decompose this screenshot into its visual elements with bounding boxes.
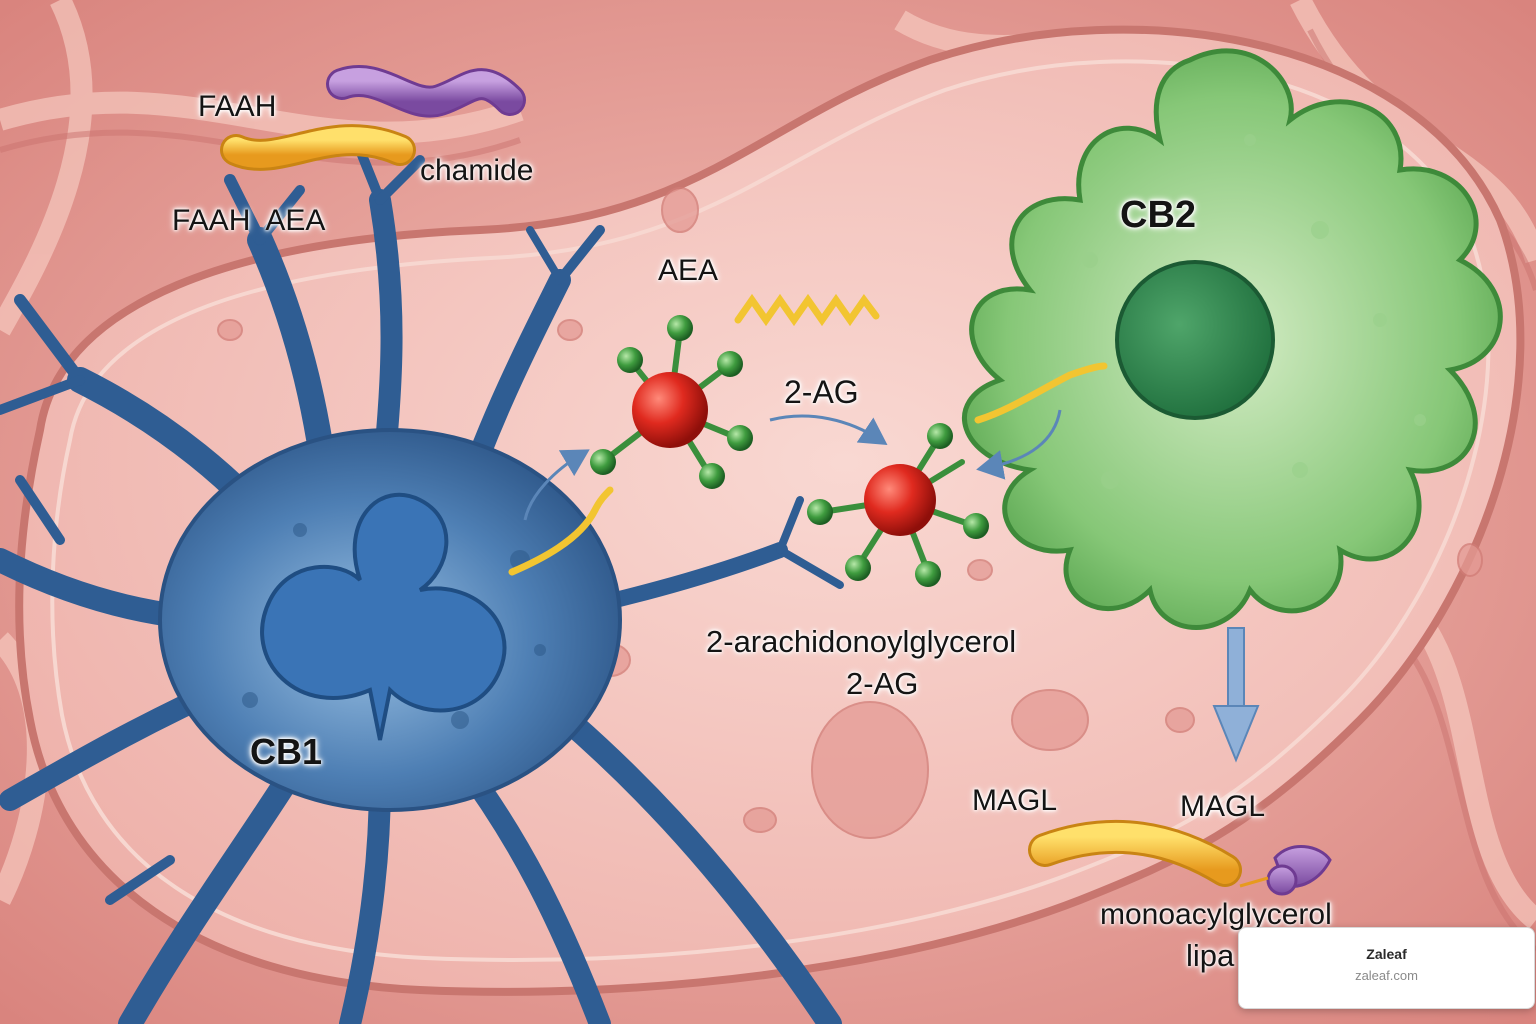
cb2-label: CB2 xyxy=(1120,194,1197,236)
two-ag-full-label: 2-arachidonoylglycerol xyxy=(706,624,1017,659)
magl-label-right: MAGL xyxy=(1180,790,1266,823)
monoacylglycerol-label: monoacylglycerol xyxy=(1100,898,1332,931)
lipase-partial-label: lipa xyxy=(1186,938,1235,973)
two-ag-molecule-icon xyxy=(807,423,989,587)
cb1-neuron-icon xyxy=(0,145,844,1024)
aea-molecule-icon xyxy=(590,315,753,489)
two-ag-abbr-label: 2-AG xyxy=(846,666,919,701)
cb2-nucleus xyxy=(1115,260,1275,420)
watermark-url: zaleaf.com xyxy=(1355,968,1418,983)
cb1-label: CB1 xyxy=(250,731,323,772)
watermark-brand: Zaleaf xyxy=(1366,946,1407,962)
chamide-label: chamide xyxy=(420,154,534,187)
faah-label-top: FAAH xyxy=(198,90,277,123)
magl-label-left: MAGL xyxy=(972,784,1058,817)
pathway-arrows xyxy=(523,409,1062,521)
faah-enzyme-icon xyxy=(220,65,526,171)
aea-label: AEA xyxy=(658,254,719,287)
faah-aea-label: FAAH AEA xyxy=(172,204,326,237)
watermark-card: Zaleaf zaleaf.com xyxy=(1238,927,1535,1009)
magl-enzyme-icon xyxy=(1028,819,1332,896)
cb1-nucleus xyxy=(260,492,507,741)
cb2-microglia-icon xyxy=(961,48,1503,630)
down-arrow-icon xyxy=(1212,627,1260,763)
aea-chain-icons xyxy=(508,293,1108,576)
two-ag-arrow-label: 2-AG xyxy=(784,374,859,410)
